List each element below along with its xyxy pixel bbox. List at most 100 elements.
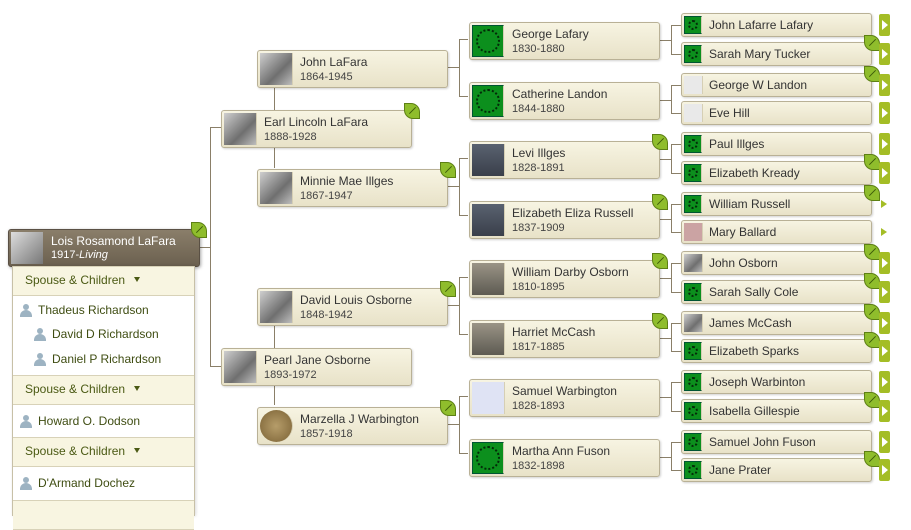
connector	[671, 410, 681, 412]
hint-leaf-icon[interactable]	[440, 400, 456, 416]
expand-arrow-icon[interactable]	[879, 14, 890, 36]
person-name: William Russell	[709, 196, 791, 211]
person-name: John Lafarre Lafary	[709, 18, 814, 32]
hint-leaf-icon[interactable]	[864, 332, 880, 349]
expand-arrow-icon[interactable]	[879, 73, 890, 96]
person-name: Harriet McCash	[512, 324, 596, 339]
focus-person-card[interactable]: Lois Rosamond LaFara 1917-Living	[8, 229, 200, 267]
person-name: Joseph Warbinton	[709, 375, 806, 389]
person-photo	[260, 410, 293, 442]
expand-arrow-icon[interactable]	[879, 371, 890, 393]
connector	[671, 144, 681, 145]
ancestor-card[interactable]: Paul Illges	[681, 132, 872, 156]
person-photo	[684, 135, 702, 153]
ancestor-card[interactable]: George W Landon	[681, 72, 872, 97]
spouse-children-toggle[interactable]: Spouse & Children	[13, 266, 194, 296]
ancestor-card[interactable]: John Osborn	[681, 251, 872, 275]
ancestor-card[interactable]: Elizabeth Kready	[681, 160, 872, 185]
ancestor-card[interactable]: Mary Ballard	[681, 220, 872, 245]
ancestor-card[interactable]: Jane Prater	[681, 458, 872, 483]
hint-leaf-icon[interactable]	[864, 153, 880, 170]
connector	[671, 144, 672, 173]
expand-arrow-icon[interactable]	[879, 430, 890, 453]
expand-arrow-icon[interactable]	[879, 161, 890, 184]
person-photo	[472, 441, 504, 474]
connector	[210, 366, 222, 367]
expand-arrow-icon[interactable]	[879, 133, 890, 155]
connector	[671, 382, 672, 411]
expand-arrow-icon[interactable]	[879, 340, 890, 363]
ancestor-card[interactable]: Sarah Mary Tucker	[681, 41, 872, 66]
spouse-link[interactable]: D'Armand Dochez	[38, 476, 135, 490]
hint-leaf-icon[interactable]	[440, 281, 456, 297]
connector	[659, 337, 671, 339]
ancestor-card[interactable]: William Russell	[681, 191, 872, 216]
spouse-link[interactable]: Howard O. Dodson	[38, 414, 141, 428]
person-name: James McCash	[709, 315, 792, 330]
spouse-children-toggle[interactable]: Spouse & Children	[13, 375, 194, 405]
expand-arrow-icon[interactable]	[879, 399, 890, 422]
expand-arrow-icon[interactable]	[879, 102, 890, 125]
hint-leaf-icon[interactable]	[864, 184, 880, 201]
child-link[interactable]: David D Richardson	[52, 327, 159, 341]
child-link[interactable]: Daniel P Richardson	[52, 352, 162, 366]
hint-leaf-icon[interactable]	[652, 193, 668, 210]
spouse-children-toggle[interactable]: Spouse & Children	[13, 437, 194, 467]
expand-arrow-icon[interactable]	[879, 459, 890, 482]
ancestor-card[interactable]: Eve Hill	[681, 101, 872, 126]
expand-arrow-icon[interactable]	[879, 280, 890, 303]
hint-leaf-icon[interactable]	[652, 253, 668, 269]
person-icon	[20, 304, 32, 317]
connector	[459, 396, 468, 397]
hint-leaf-icon[interactable]	[864, 451, 880, 468]
ancestor-card[interactable]: Elizabeth Sparks	[681, 339, 872, 364]
expand-arrow-icon[interactable]	[881, 199, 887, 208]
person-dates: 1832-1898	[512, 459, 565, 472]
ancestor-card[interactable]: Samuel John Fuson	[681, 429, 872, 454]
person-name: Elizabeth Kready	[709, 165, 800, 180]
expand-arrow-icon[interactable]	[879, 311, 890, 334]
hint-leaf-icon[interactable]	[864, 65, 880, 82]
expand-arrow-icon[interactable]	[879, 252, 890, 274]
person-photo	[260, 291, 293, 323]
spouse-link[interactable]: Thadeus Richardson	[38, 303, 149, 317]
hint-leaf-icon[interactable]	[404, 103, 420, 119]
hint-leaf-icon[interactable]	[191, 222, 207, 238]
connector	[659, 456, 671, 458]
person-name: Samuel Warbington	[512, 384, 617, 398]
spouse-children-toggle[interactable]	[13, 500, 194, 530]
hint-leaf-icon[interactable]	[864, 244, 880, 260]
ancestor-card[interactable]: Sarah Sally Cole	[681, 279, 872, 304]
hint-leaf-icon[interactable]	[864, 391, 880, 408]
hint-leaf-icon[interactable]	[864, 272, 880, 289]
ancestor-card[interactable]: John Lafarre Lafary	[681, 13, 872, 37]
hint-leaf-icon[interactable]	[652, 312, 668, 329]
person-dates: 1817-1885	[512, 340, 565, 353]
hint-leaf-icon[interactable]	[440, 162, 456, 178]
person-photo	[684, 254, 703, 272]
ancestor-card[interactable]: James McCash	[681, 310, 872, 335]
connector	[459, 158, 468, 159]
hint-leaf-icon[interactable]	[652, 134, 668, 150]
person-dates: 1810-1895	[512, 281, 565, 293]
ancestor-card[interactable]: Joseph Warbinton	[681, 370, 872, 394]
hint-leaf-icon[interactable]	[864, 303, 880, 320]
expand-arrow-icon[interactable]	[879, 42, 890, 65]
hint-leaf-icon[interactable]	[864, 34, 880, 51]
expand-arrow-icon[interactable]	[881, 228, 887, 237]
ancestor-card[interactable]: Isabella Gillespie	[681, 398, 872, 423]
